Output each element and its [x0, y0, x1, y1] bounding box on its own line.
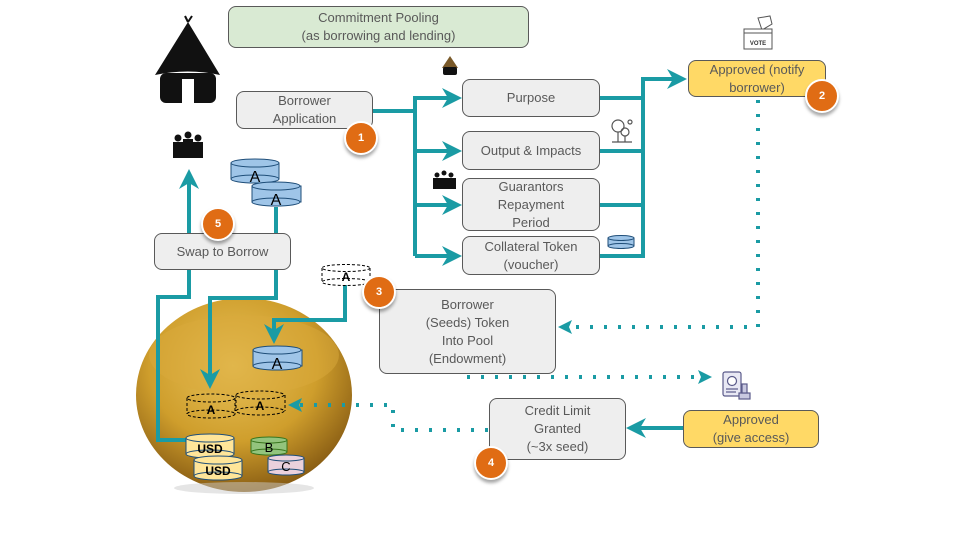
box-text: (voucher) — [503, 256, 559, 272]
box-text: Application — [272, 111, 337, 126]
output-impacts-box: Output & Impacts — [462, 131, 600, 170]
collateral-token-box: Collateral Token (voucher) — [462, 236, 600, 275]
arrow-to-certificate — [698, 370, 712, 384]
box-text: Borrower — [278, 93, 331, 108]
diagram-title: Commitment Pooling (as borrowing and len… — [228, 6, 529, 48]
box-text: (~3x seed) — [526, 439, 589, 454]
box-text: Credit Limit — [524, 403, 591, 418]
box-text: Purpose — [506, 90, 556, 105]
svg-text:USD: USD — [205, 464, 231, 478]
step-badge-3: 3 — [362, 275, 396, 309]
pool-bowl — [136, 298, 352, 494]
title-line2: (as borrowing and lending) — [301, 28, 456, 43]
svg-text:A: A — [272, 356, 283, 373]
purpose-box: Purpose — [462, 79, 600, 117]
token-c: C — [267, 454, 305, 476]
usd-token: USD — [193, 455, 243, 481]
box-text: Approved (notify — [709, 61, 805, 77]
box-text: Into Pool — [441, 332, 494, 348]
step-badge-2: 2 — [805, 79, 839, 113]
credit-token-a: A — [186, 393, 236, 419]
box-text: Repayment — [497, 196, 565, 212]
step-badge-1: 1 — [344, 121, 378, 155]
box-text: Granted — [534, 421, 581, 436]
box-text: (give access) — [712, 430, 790, 445]
svg-text:B: B — [265, 440, 274, 455]
connectors-dotted — [295, 100, 760, 432]
credit-token-a: A — [235, 390, 286, 416]
arrow-to-seed-pool — [558, 320, 572, 334]
token-a: A — [230, 158, 280, 186]
small-hut-icon — [442, 56, 458, 75]
seed-pool-box: Borrower (Seeds) Token Into Pool (Endowm… — [379, 289, 556, 374]
svg-text:A: A — [256, 399, 265, 413]
connectors-solid — [156, 69, 687, 442]
box-text: borrower) — [729, 79, 785, 95]
box-text: Collateral Token — [484, 238, 578, 254]
borrower-application-box: Borrower Application — [236, 91, 373, 129]
hut-icon — [155, 15, 220, 103]
svg-text:A: A — [207, 403, 216, 417]
guarantors-box: Guarantors Repayment Period — [462, 178, 600, 231]
certificate-icon — [722, 371, 751, 400]
token-a-stack: A A — [230, 158, 302, 209]
collateral-token-icon — [607, 235, 635, 249]
box-text: Guarantors — [498, 178, 564, 194]
approved-notify-box: Approved (notify borrower) — [688, 60, 826, 97]
credit-limit-box: Credit Limit Granted (~3x seed) — [489, 398, 626, 460]
arrow-to-credit-tokens — [288, 398, 302, 412]
box-text: Period — [512, 214, 550, 230]
guarantors-icon — [433, 170, 456, 189]
usd-token: USD — [185, 433, 235, 459]
svg-text:USD: USD — [197, 442, 223, 456]
tree-icon — [611, 119, 633, 143]
box-text: Swap to Borrow — [176, 243, 269, 259]
box-text: (Seeds) Token — [425, 314, 510, 330]
box-text: Output & Impacts — [480, 142, 582, 158]
token-a: A — [251, 181, 302, 209]
svg-text:A: A — [342, 270, 351, 284]
box-text: Approved — [723, 412, 779, 427]
seed-token-a: A — [321, 264, 371, 286]
token-b: B — [250, 436, 288, 456]
step-badge-4: 4 — [474, 446, 508, 480]
pool-token-a: A — [252, 345, 303, 373]
community-icon — [173, 131, 203, 158]
vote-box-icon: VOTE — [743, 15, 773, 50]
step-badge-5: 5 — [201, 207, 235, 241]
vote-label: VOTE — [750, 41, 766, 47]
svg-text:C: C — [281, 459, 290, 474]
svg-text:A: A — [250, 169, 261, 186]
box-text: Borrower — [441, 296, 494, 312]
box-text: (Endowment) — [428, 350, 507, 366]
svg-text:A: A — [271, 192, 282, 209]
title-line1: Commitment Pooling — [318, 10, 439, 25]
approved-access-box: Approved (give access) — [683, 410, 819, 448]
